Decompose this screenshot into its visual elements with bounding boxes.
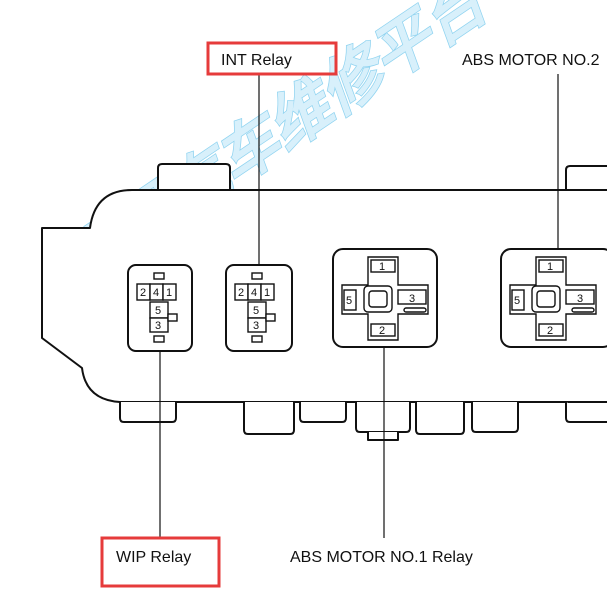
pin-cell <box>260 283 275 301</box>
int-relay-label: INT Relay <box>221 52 292 69</box>
bottom-tab <box>367 432 399 441</box>
abs-motor-no2-label: ABS MOTOR NO.2 <box>462 52 600 69</box>
wip-relay-socket: 2 4 1 5 3 <box>127 264 193 352</box>
pin-cell <box>247 317 267 333</box>
bottom-tab <box>565 402 607 423</box>
pin-label: 2 <box>238 287 244 299</box>
pin-label: 3 <box>409 293 415 305</box>
pin-cell <box>162 283 177 301</box>
bottom-tab <box>471 402 519 433</box>
pin-label: 3 <box>253 320 259 332</box>
pin-label: 1 <box>264 287 270 299</box>
pin-cell <box>149 317 169 333</box>
pin-cell <box>511 289 525 311</box>
pin-label: 2 <box>547 325 553 337</box>
socket-key <box>265 313 276 322</box>
abs-motor-no1-relay-socket: 1 5 3 2 <box>332 248 438 348</box>
housing-bottom-tabs <box>119 402 607 441</box>
pin-label: 2 <box>140 287 146 299</box>
pin-cell <box>370 323 396 337</box>
pin-label: 5 <box>155 305 161 317</box>
socket-key <box>153 335 165 343</box>
wip-relay-highlight <box>100 536 221 588</box>
socket-key <box>251 272 263 280</box>
pin-cell <box>538 259 564 273</box>
abs-motor-no1-label: ABS MOTOR NO.1 Relay <box>290 549 473 566</box>
pin-cell <box>370 259 396 273</box>
pin-label: 5 <box>253 305 259 317</box>
socket-key <box>571 307 595 313</box>
pin-label: 5 <box>346 295 352 307</box>
bottom-tab <box>415 402 465 435</box>
bottom-tab <box>355 402 411 433</box>
abs-motor-no2-relay-socket: 1 5 3 2 <box>500 248 607 348</box>
int-relay-highlight <box>206 41 338 76</box>
bottom-tab <box>243 402 295 435</box>
pin-cell <box>538 323 564 337</box>
bottom-tab <box>299 402 347 423</box>
pin-cell <box>565 289 595 305</box>
housing-tab-right <box>565 165 607 191</box>
socket-key <box>167 313 178 322</box>
pin-cell <box>343 289 357 311</box>
center-post-inner <box>536 290 556 308</box>
pin-label: 3 <box>155 320 161 332</box>
pin-label: 1 <box>547 261 553 273</box>
pin-cell <box>397 289 427 305</box>
socket-key <box>153 272 165 280</box>
pin-label: 3 <box>577 293 583 305</box>
socket-key <box>403 307 427 313</box>
wip-relay-label: WIP Relay <box>116 549 191 566</box>
socket-key <box>251 335 263 343</box>
center-post-inner <box>368 290 388 308</box>
bottom-tab <box>119 402 177 423</box>
pin-label: 4 <box>251 287 257 299</box>
pin-label: 4 <box>153 287 159 299</box>
housing-tab-left <box>157 163 231 191</box>
int-relay-socket: 2 4 1 5 3 <box>225 264 293 352</box>
pin-label: 2 <box>379 325 385 337</box>
pin-label: 1 <box>379 261 385 273</box>
pin-label: 5 <box>514 295 520 307</box>
pin-label: 1 <box>166 287 172 299</box>
